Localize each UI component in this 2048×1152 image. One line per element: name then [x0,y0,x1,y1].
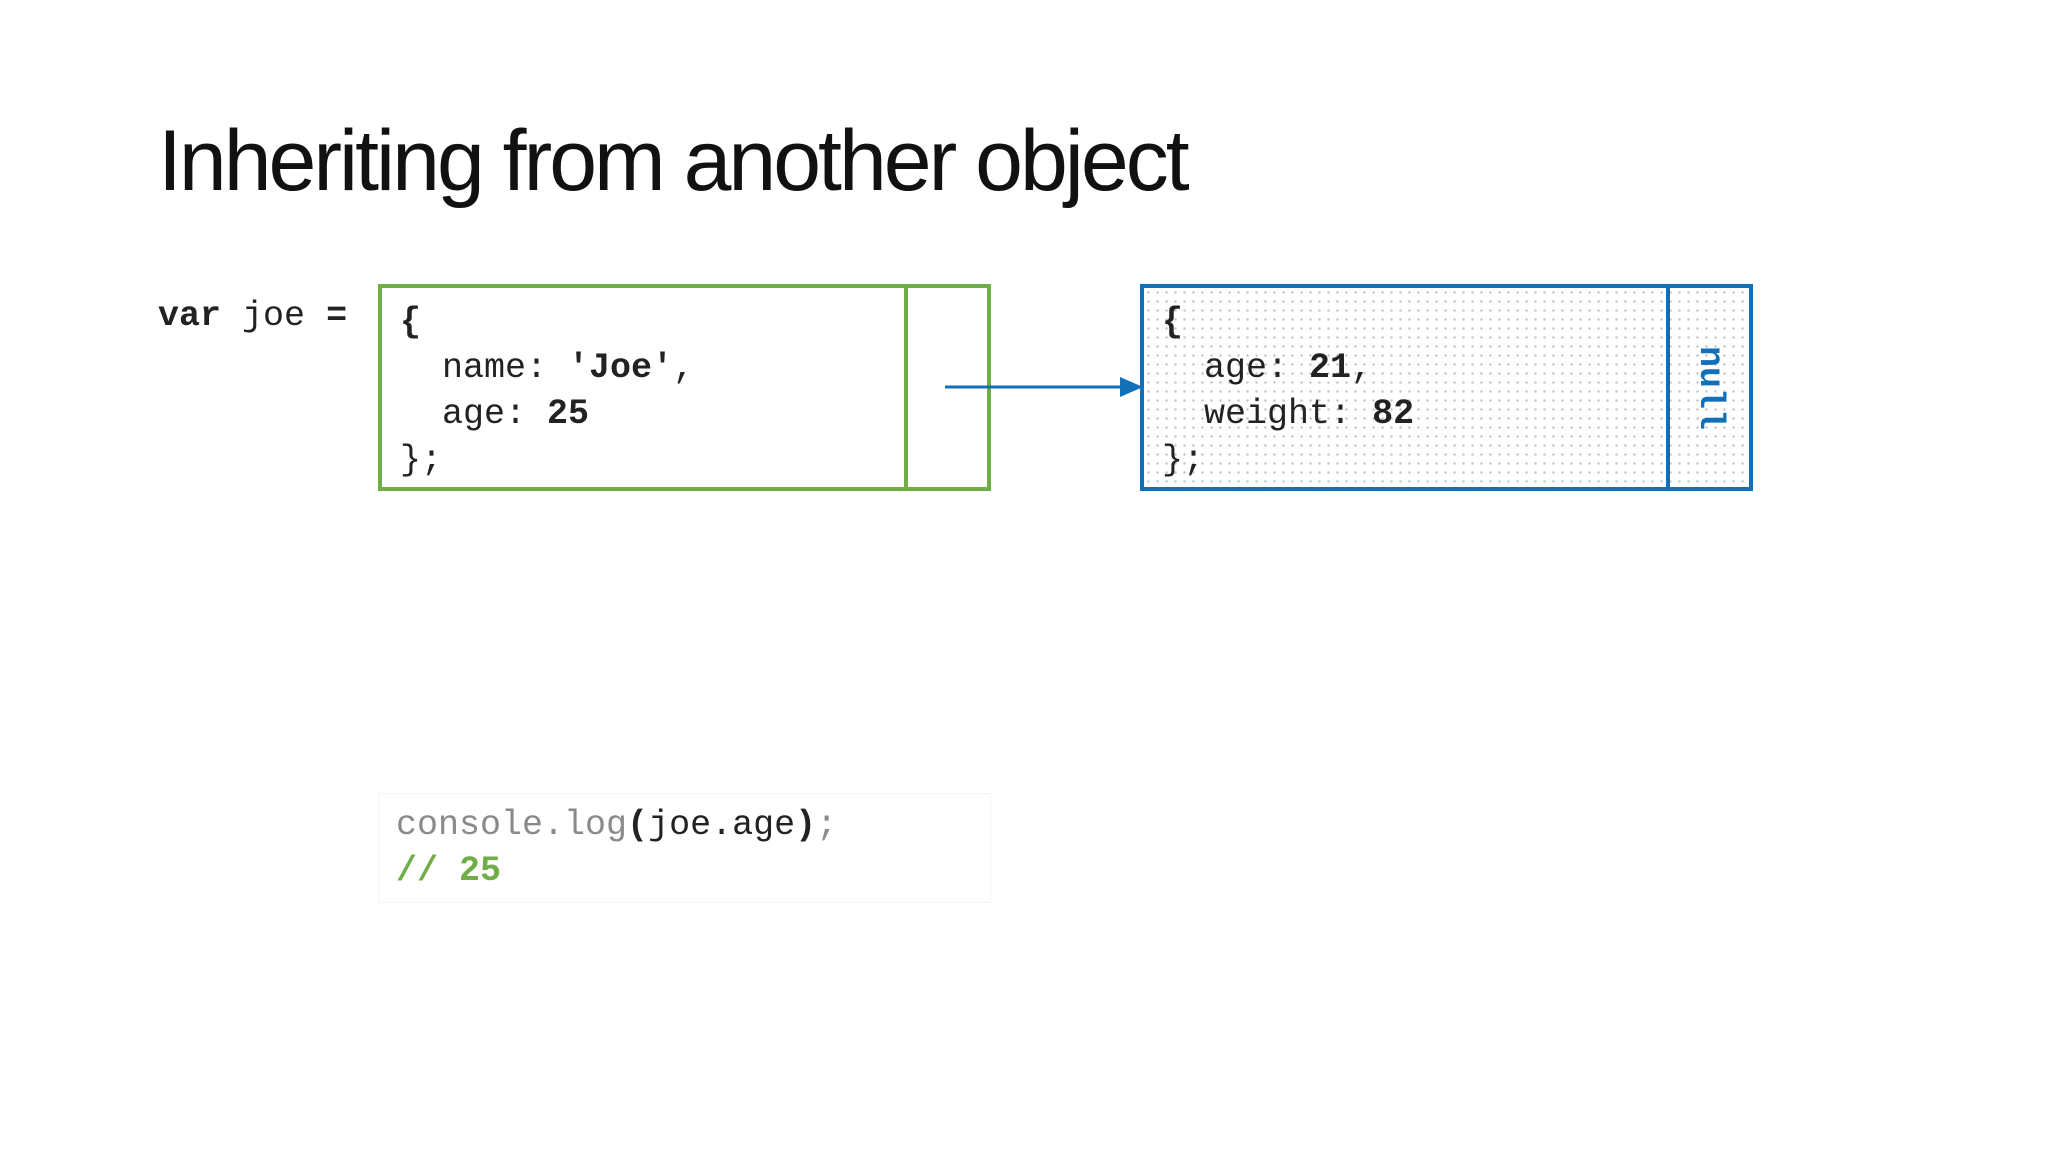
console-statement: console.log(joe.age); [396,805,838,845]
variable-declaration: var joe = [158,293,347,339]
property-value: 'Joe' [568,348,674,388]
prototype-link-arrow [945,377,1143,397]
console-result: // 25 [396,851,502,891]
property-value: 82 [1372,394,1415,434]
property-key: age [442,394,506,434]
null-prototype-label: null [1689,345,1730,430]
property-line-age: age: 21, [1204,348,1373,388]
slide-title: Inheriting from another object [158,113,1190,209]
property-key: name [442,348,527,388]
joe-object-code: { name: 'Joe', age: 25}; [400,299,694,483]
property-line-name: name: 'Joe', [442,348,695,388]
console-log-call: console.log [396,805,628,845]
var-keyword: var [158,296,222,336]
property-line-age: age: 25 [442,394,590,434]
property-line-weight: weight: 82 [1204,394,1415,434]
object-open-brace: { [400,302,422,342]
object-close-brace: }; [1162,440,1205,480]
prototype-object-code: { age: 21, weight: 82}; [1162,299,1414,483]
assignment-operator: = [326,296,348,336]
console-argument: joe.age [648,805,796,845]
joe-object-box: { name: 'Joe', age: 25}; [378,284,991,491]
property-key: weight [1204,394,1331,434]
prototype-slot-divider [1666,284,1670,491]
prototype-slot: null [1670,288,1749,487]
prototype-slot-divider [904,284,908,491]
property-value: 21 [1309,348,1352,388]
object-close-brace: }; [400,440,443,480]
variable-name: joe [242,296,306,336]
console-code: console.log(joe.age); // 25 [396,802,837,894]
console-output-box: console.log(joe.age); // 25 [378,793,991,903]
property-value: 25 [547,394,590,434]
property-key: age [1204,348,1268,388]
object-open-brace: { [1162,302,1184,342]
prototype-object-box: { age: 21, weight: 82}; null [1140,284,1753,491]
